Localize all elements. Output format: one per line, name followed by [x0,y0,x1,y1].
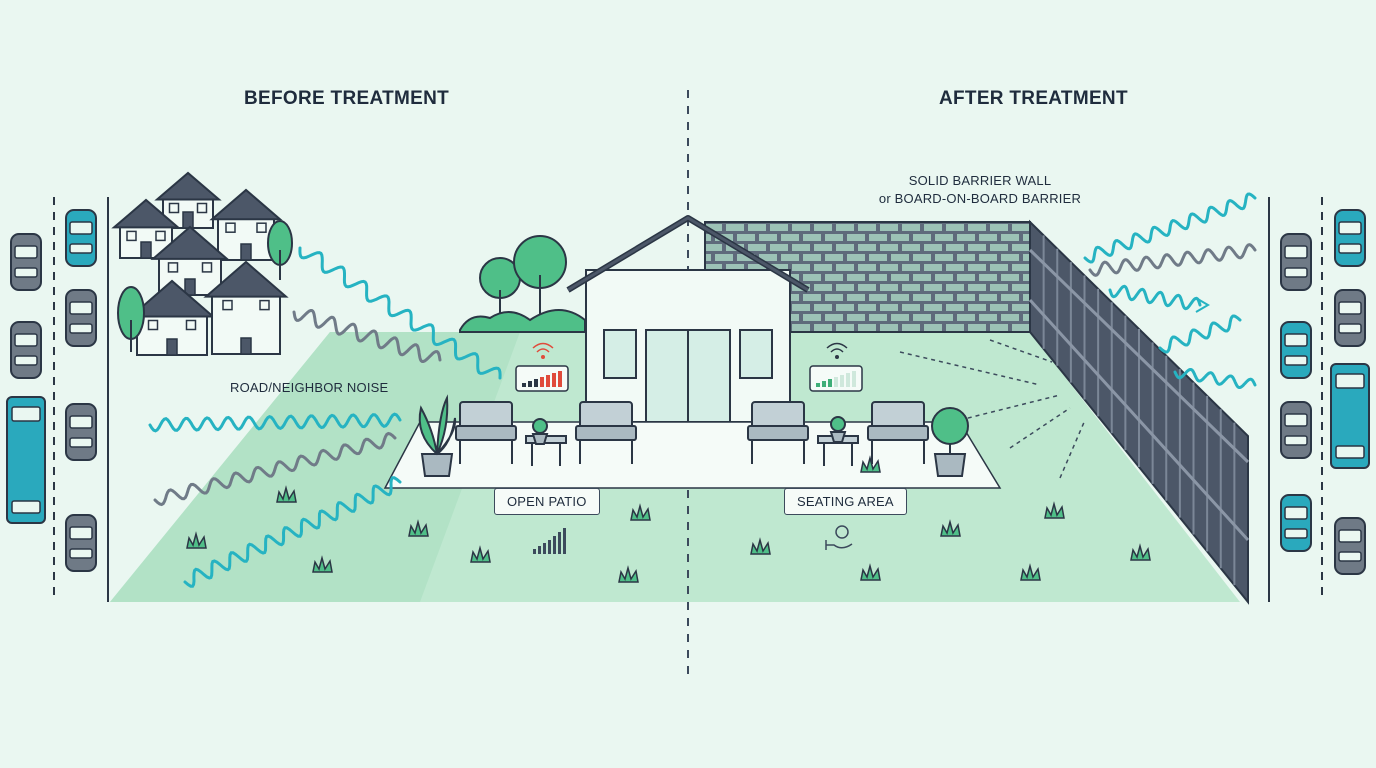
patio-chair [575,401,637,464]
patio-furniture [418,394,969,477]
potted-plant [829,416,847,443]
noise-meter-before [515,342,569,392]
neighbor-house [128,279,216,356]
vehicles [6,209,1370,575]
car [1334,517,1366,575]
noise-wave [1158,314,1242,354]
calm-hand-icon [825,525,853,550]
car [65,403,97,461]
grass-tuft [750,537,771,555]
grass-tuft [312,555,333,573]
bus [1330,363,1370,469]
noise-wave [153,431,397,507]
grass-tuft [860,455,881,473]
neighbor-trees [117,220,293,352]
grass-tuft [630,503,651,521]
meter-bar [540,377,544,387]
deflected-noise-arrow [1195,297,1210,313]
meter-bar [846,373,850,387]
car [1280,401,1312,459]
grass-tufts [186,455,1151,583]
meter-bar [528,381,532,387]
noise-wave [1173,368,1257,389]
meter-bar [546,375,550,387]
neighbor-house [203,260,289,356]
patio-chair [747,401,809,464]
seating-area-tag: SEATING AREA [784,488,907,515]
neighbor-houses [111,171,289,356]
meter-bar [558,371,562,387]
car [65,209,97,267]
grass-tuft [470,545,491,563]
potted-plant [418,394,457,477]
road-neighbor-noise-label: ROAD/NEIGHBOR NOISE [230,380,389,395]
noise-waves [148,192,1257,588]
grass-tuft [408,519,429,537]
noise-wave [292,309,442,363]
patio-chair [867,401,929,464]
car [10,233,42,291]
road-left [53,197,109,602]
bus [6,396,46,524]
barrier-label: SOLID BARRIER WALL or BOARD-ON-BOARD BAR… [870,172,1090,208]
trees-background [459,235,586,333]
after-treatment-heading: AFTER TREATMENT [939,88,1128,109]
meter-bar [522,383,526,387]
car [65,289,97,347]
road-right [1268,197,1323,602]
grass-tuft [1020,563,1041,581]
grass-tuft [1130,543,1151,561]
grass-tuft [940,519,961,537]
patio-chair [455,401,517,464]
reflected-sound-lines [899,339,1086,479]
noise-meter-after [809,342,863,392]
board-on-board-fence [1028,219,1250,605]
neighbor-house [209,188,283,261]
car [1334,289,1366,347]
house [566,215,810,423]
open-patio-tag: OPEN PATIO [494,488,600,515]
meter-bar [552,373,556,387]
car [1280,494,1312,552]
meter-bar [822,381,826,387]
noise-wave [1088,243,1257,277]
noise-wave [1083,192,1257,264]
car [1334,209,1366,267]
car [1280,321,1312,379]
grass-tuft [860,563,881,581]
noise-wave [1108,284,1202,311]
barrier-label-line-2: or BOARD-ON-BOARD BARRIER [878,191,1082,206]
before-treatment-heading: BEFORE TREATMENT [244,88,449,109]
car [1280,233,1312,291]
noise-wave [148,412,402,433]
grass-tuft [276,485,297,503]
potted-tree [931,407,969,477]
noise-wave [298,246,502,380]
signal-bars-icon [533,528,566,554]
car [65,514,97,572]
meter-bar [816,383,820,387]
noise-wave [183,476,402,588]
meter-bar [852,371,856,387]
grass-tuft [1044,501,1065,519]
grass-tuft [186,531,207,549]
potted-plant [531,418,549,445]
meter-bar [840,375,844,387]
grass-tuft [618,565,639,583]
meter-bar [834,377,838,387]
car [10,321,42,379]
meter-bar [534,379,538,387]
barrier-label-line-1: SOLID BARRIER WALL [908,173,1052,188]
meter-bar [828,379,832,387]
